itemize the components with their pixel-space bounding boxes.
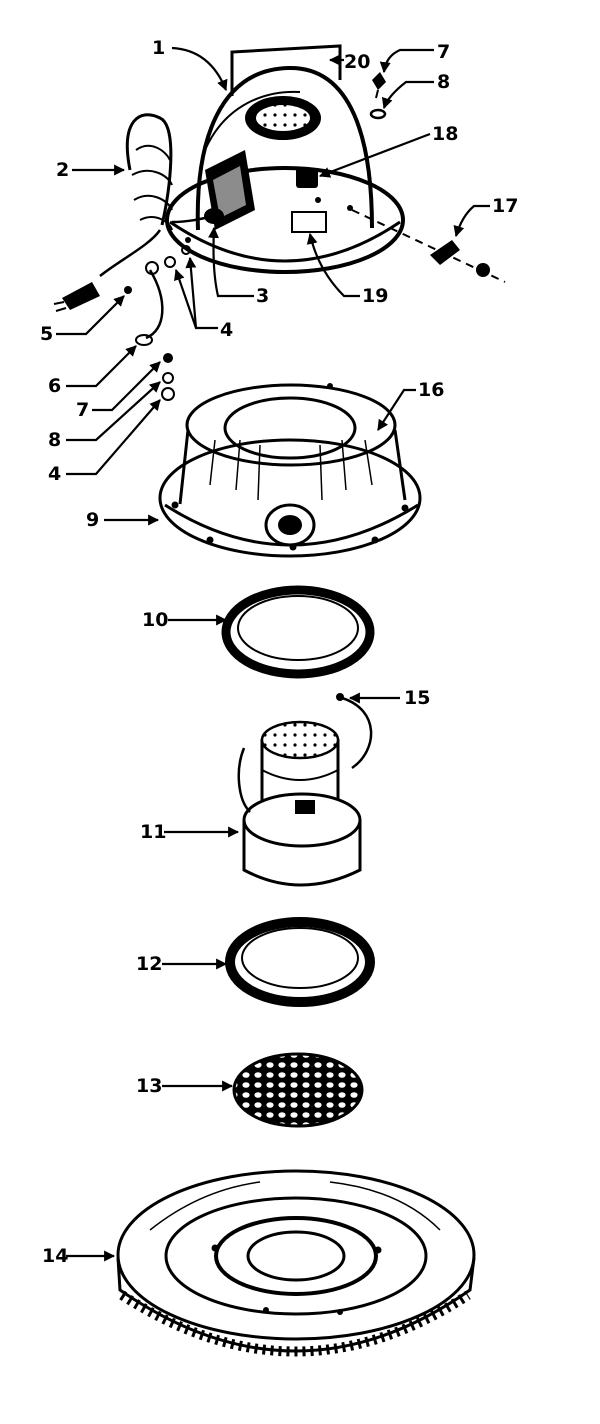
callout-10: 10 xyxy=(142,609,168,631)
screw-and-washer-top xyxy=(369,72,387,120)
callout-12: 12 xyxy=(136,953,162,975)
callout-11: 11 xyxy=(140,821,166,843)
callout-4-upper: 4 xyxy=(220,319,233,341)
filter-screen xyxy=(232,1052,364,1128)
gasket-ring-lower xyxy=(225,917,375,1007)
callout-1: 1 xyxy=(152,37,165,59)
callout-8-top: 8 xyxy=(437,71,450,93)
callout-14: 14 xyxy=(42,1245,68,1267)
motor xyxy=(237,693,373,887)
callout-3: 3 xyxy=(256,285,269,307)
callout-7-top: 7 xyxy=(437,41,450,63)
callout-17: 17 xyxy=(492,195,518,217)
callout-7-lower: 7 xyxy=(76,399,89,421)
base-plate xyxy=(116,1169,476,1357)
callout-4-lower: 4 xyxy=(48,463,61,485)
callout-16: 16 xyxy=(418,379,444,401)
callout-6: 6 xyxy=(48,375,61,397)
power-cord xyxy=(53,113,215,401)
mounting-collar xyxy=(158,383,422,558)
callout-19: 19 xyxy=(362,285,388,307)
callout-9: 9 xyxy=(86,509,99,531)
callout-2: 2 xyxy=(56,159,69,181)
callout-13: 13 xyxy=(136,1075,162,1097)
callout-8-lower: 8 xyxy=(48,429,61,451)
callout-18: 18 xyxy=(432,123,458,145)
callout-20: 20 xyxy=(344,51,370,73)
dome-housing-assembly xyxy=(165,44,506,283)
callout-15: 15 xyxy=(404,687,430,709)
callout-5: 5 xyxy=(40,323,53,345)
gasket-ring-upper xyxy=(221,585,375,679)
